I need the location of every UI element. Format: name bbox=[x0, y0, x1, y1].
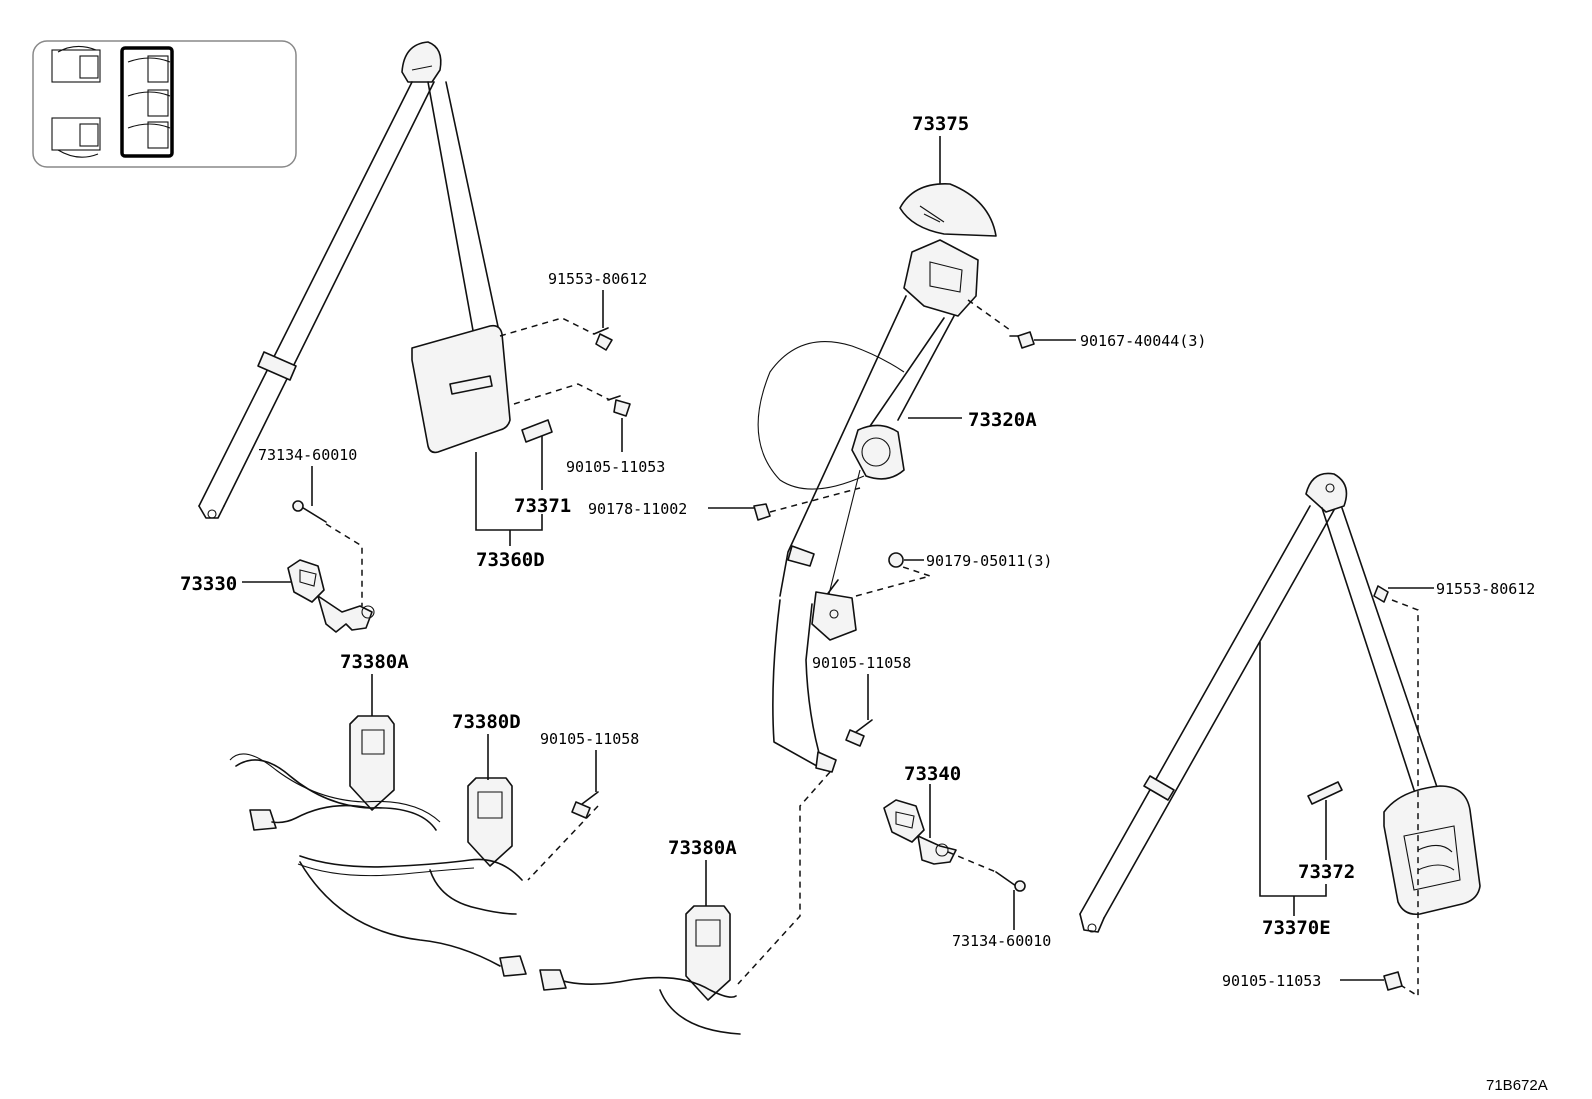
vehicle-locator-inset bbox=[32, 40, 297, 168]
label-73380a-left: 73380A bbox=[340, 651, 409, 673]
label-90105-11058-left: 90105-11058 bbox=[540, 730, 639, 748]
leader-lines bbox=[242, 136, 1434, 981]
label-90178-11002: 90178-11002 bbox=[588, 500, 687, 518]
label-73320a: 73320A bbox=[968, 409, 1037, 431]
assembly-dashed-lines bbox=[325, 299, 1419, 998]
seat-belt-assembly-73370e bbox=[1079, 472, 1481, 933]
label-73330: 73330 bbox=[180, 573, 237, 595]
buckle-73340 bbox=[883, 799, 957, 865]
label-73134-60010-left: 73134-60010 bbox=[258, 446, 357, 464]
buckle-73330 bbox=[287, 559, 375, 633]
bolt-90105-11053-left bbox=[607, 395, 631, 417]
bolt-91553-80612-left bbox=[593, 327, 613, 351]
bolt-90105-11058-center bbox=[845, 719, 873, 747]
buckle-73380a-left bbox=[229, 715, 441, 831]
label-73372: 73372 bbox=[1298, 861, 1355, 883]
seat-belt-assembly-73360d bbox=[198, 41, 511, 519]
label-90179-05011: 90179-05011(3) bbox=[926, 552, 1052, 570]
label-90105-11058-center: 90105-11058 bbox=[812, 654, 911, 672]
label-90105-11053-right: 90105-11053 bbox=[1222, 972, 1321, 990]
label-90105-11053-left: 90105-11053 bbox=[566, 458, 665, 476]
bracket-73372 bbox=[1307, 781, 1343, 805]
label-73380d: 73380D bbox=[452, 711, 521, 733]
label-73370e: 73370E bbox=[1262, 917, 1331, 939]
reference-code: 71B672A bbox=[1486, 1077, 1548, 1094]
nut-90179-05011 bbox=[888, 552, 904, 568]
bracket-73371 bbox=[521, 419, 553, 443]
label-73380a-center: 73380A bbox=[668, 837, 737, 859]
buckle-73380a-center bbox=[539, 905, 741, 1035]
label-90167-40044: 90167-40044(3) bbox=[1080, 332, 1206, 350]
part-labels: 73375 91553-80612 90167-40044(3) 73320A … bbox=[180, 113, 1535, 990]
cover-73375 bbox=[899, 183, 997, 237]
label-73360d: 73360D bbox=[476, 549, 545, 571]
nut-90178-11002 bbox=[753, 503, 771, 521]
label-91553-80612-right: 91553-80612 bbox=[1436, 580, 1535, 598]
label-73134-60010-right: 73134-60010 bbox=[952, 932, 1051, 950]
label-73340: 73340 bbox=[904, 763, 961, 785]
pin-73134-60010-right bbox=[995, 871, 1026, 892]
label-73371: 73371 bbox=[514, 495, 571, 517]
buckle-73380d bbox=[297, 777, 527, 977]
label-73375: 73375 bbox=[912, 113, 969, 135]
bolt-90105-11058-left bbox=[571, 791, 599, 819]
bolt-90105-11053-right bbox=[1383, 971, 1403, 991]
seat-belt-assembly-73320a bbox=[757, 183, 997, 773]
bolt-91553-80612-right bbox=[1373, 585, 1389, 603]
pin-73134-60010-left bbox=[292, 500, 327, 523]
bolt-90167-40044 bbox=[1017, 331, 1035, 349]
label-91553-80612-left: 91553-80612 bbox=[548, 270, 647, 288]
